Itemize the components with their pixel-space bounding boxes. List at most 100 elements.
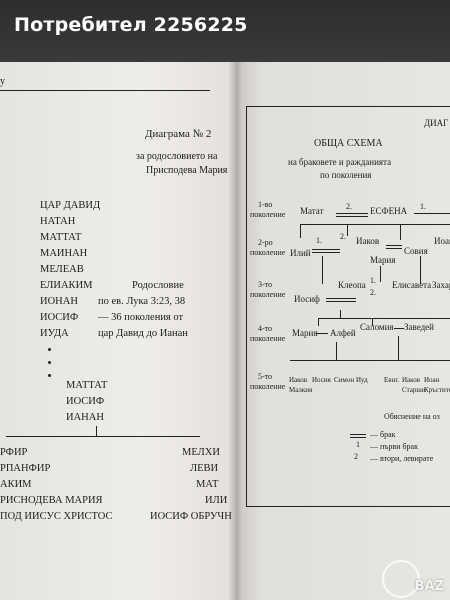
person-name: Алфей [330,328,356,338]
marriage-line [394,328,404,329]
corner-label: ДИАГ [424,118,449,128]
genealogy-name: ЛЕВИ [190,463,219,474]
descent-line [300,224,450,225]
descent-line [290,360,450,361]
descent-line [398,336,399,360]
genealogy-name: АКИМ [0,479,32,490]
generation-label: 2-ро [258,238,273,247]
generation-label: 3-то [258,280,273,289]
person-name: Иуд [356,376,368,384]
person-name: Евнг. [384,376,400,384]
descent-line [340,310,341,318]
marriage-mark: 1. [316,236,322,245]
person-name: Елисавета [392,280,432,290]
user-banner: Потребител 2256225 [0,0,450,62]
descent-line [420,256,421,284]
banner-title: Потребител 2256225 [14,14,248,36]
person-name: Иоан [424,376,440,384]
genealogy-name: МЕЛХИ [182,447,220,458]
generation-label: поколение [250,210,286,219]
descent-line [318,318,319,326]
person-name: Илий [290,248,311,258]
marriage-line [336,213,368,214]
descent-line [372,318,373,326]
marriage-line [326,301,356,302]
genealogy-name: РИСНОДЕВА МАРИЯ [0,495,103,506]
ellipsis-dot [48,348,51,351]
person-name: Саломия [360,322,394,332]
genealogy-name: РПАНФИР [0,463,51,474]
person-name: ЕСФЕНА [370,206,408,216]
person-name: Малкия [289,386,313,394]
legend-item: — първи брак [370,442,418,451]
person-name: Симон [334,376,355,384]
legend-item: — брак [370,430,396,439]
marriage-mark: 2. [340,232,346,241]
watermark-text: BAZ [414,579,444,594]
genealogy-name: ИУДА [40,328,69,339]
person-name: Клеопа [338,280,366,290]
genealogy-name: ПОД ИИСУС ХРИСТОС [0,511,113,522]
marriage-line [336,216,368,217]
descent-line [300,224,301,238]
genealogy-name: МАТТАТ [66,380,108,391]
descent-line [322,256,323,284]
person-name: Иоан [434,236,450,246]
marriage-mark: 1. [370,276,376,285]
person-name: Матат [300,206,324,216]
book-gutter [228,55,242,600]
descent-line [336,342,337,360]
legend-swatch [350,437,366,438]
genealogy-name: ЦАР ДАВИД [40,200,101,211]
scheme-title: ОБЩА СХЕМА [314,138,383,149]
generation-label: 1-во [258,200,273,209]
diagram-title: Диаграма № 2 [145,128,212,140]
marriage-line [312,252,340,253]
descent-line [400,224,401,240]
descent-line [318,318,450,319]
legend-swatch [350,434,366,435]
person-name: Мария [292,328,318,338]
genealogy-name: ИОСИФ [40,312,79,323]
ellipsis-dot [48,361,51,364]
descent-line [380,266,381,282]
legend-number: 1 [356,440,360,449]
left-page [0,55,236,600]
genealogy-name: ИОНАН [40,296,78,307]
legend-item: — втори, левирате [370,454,434,463]
person-name: Иосия [312,376,331,384]
genealogy-name: МАТ [196,479,219,490]
genealogy-name: МАТТАТ [40,232,82,243]
person-name: Мария [370,255,396,265]
diagram-subtitle-2: Присподева Мария [146,165,228,176]
genealogy-name: РФИР [0,447,28,458]
scheme-subtitle-1: на браковете и ражданията [288,157,392,167]
page-header-rule [0,90,210,91]
marriage-line [326,298,356,299]
generation-label: поколение [250,382,286,391]
genealogy-name: ИОСИФ [66,396,105,407]
diagram-border-left [246,106,247,506]
marriage-line [386,248,402,249]
genealogy-name: МАИНАН [40,248,88,259]
watermark-logo-icon [382,560,420,598]
person-name: Захар [432,280,450,290]
marriage-mark: 1. [420,202,426,211]
marriage-mark: 2. [370,288,376,297]
note-line: Родословие [132,280,184,291]
marriage-line [312,249,340,250]
person-name: Кръстител [424,386,450,394]
legend-title: Обяснение на оз [384,412,440,421]
person-name: Иосиф [294,294,320,304]
genealogy-name: МЕЛЕАВ [40,264,84,275]
genealogy-name: ИЛИ [205,495,228,506]
genealogy-name: НАТАН [40,216,76,227]
diagram-border-bottom [246,506,450,507]
person-name: Старши [402,386,426,394]
marriage-line [316,333,328,334]
generation-label: 4-то [258,324,273,333]
genealogy-name: ЕЛИАКИМ [40,280,93,291]
generation-label: поколение [250,334,286,343]
note-line: цар Давид до Ианан [98,328,188,339]
